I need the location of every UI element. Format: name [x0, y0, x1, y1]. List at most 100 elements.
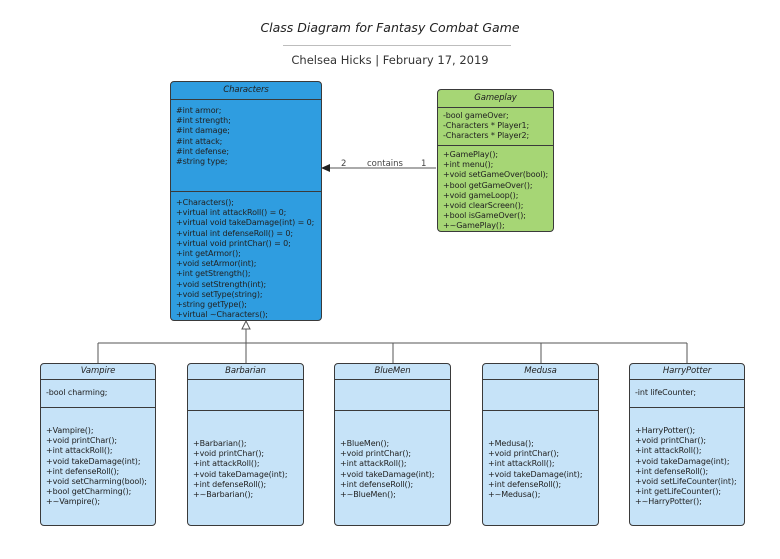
method-entry: +void setCharming(bool);: [46, 477, 147, 487]
methods-section: +BlueMen();+void printChar();+int attack…: [335, 410, 450, 502]
class-gameplay[interactable]: Gameplay -bool gameOver;-Characters * Pl…: [437, 89, 554, 232]
methods-section: +HarryPotter();+void printChar();+int at…: [630, 407, 744, 510]
class-name: HarryPotter: [630, 364, 744, 380]
class-bluemen[interactable]: BlueMen +BlueMen();+void printChar();+in…: [334, 363, 451, 526]
method-entry: +Characters();: [176, 198, 234, 207]
class-characters[interactable]: Characters #int armor;#int strength;#int…: [170, 81, 322, 321]
method-entry: +int defenseRoll();: [193, 479, 267, 489]
method-entry: +int defenseRoll();: [340, 479, 414, 489]
method-entry: +virtual ~Characters();: [176, 310, 268, 320]
attribute-entry: -int lifeCounter;: [635, 388, 697, 397]
class-name: Gameplay: [438, 90, 553, 108]
attributes-section: [188, 380, 303, 410]
method-entry: +~BlueMen();: [340, 490, 396, 500]
method-entry: +Vampire();: [46, 426, 94, 435]
method-entry: +BlueMen();: [340, 439, 390, 448]
method-entry: +Barbarian();: [193, 439, 247, 448]
method-entry: +HarryPotter();: [635, 426, 696, 435]
method-entry: +Medusa();: [488, 439, 534, 448]
method-entry: +int defenseRoll();: [488, 479, 562, 489]
method-entry: +void takeDamage(int);: [193, 469, 288, 479]
target-multiplicity: 2: [341, 159, 347, 169]
class-name: Characters: [171, 82, 321, 100]
method-entry: +~HarryPotter();: [635, 497, 702, 507]
attribute-entry: #int damage;: [176, 126, 230, 136]
method-entry: +int attackRoll();: [46, 446, 113, 456]
diagram-subtitle: Chelsea Hicks | February 17, 2019: [291, 53, 489, 67]
attribute-entry: #string type;: [176, 157, 228, 167]
method-entry: +int getStrength();: [176, 269, 251, 279]
method-entry: +bool getGameOver();: [443, 180, 533, 190]
method-entry: +void setGameOver(bool);: [443, 170, 549, 180]
method-entry: +void takeDamage(int);: [488, 469, 583, 479]
class-name: BlueMen: [335, 364, 450, 380]
method-entry: +void setLifeCounter(int);: [635, 477, 737, 487]
method-entry: +~Vampire();: [46, 497, 101, 507]
class-barbarian[interactable]: Barbarian +Barbarian();+void printChar()…: [187, 363, 304, 526]
method-entry: +void setArmor(int);: [176, 259, 257, 269]
method-entry: +void clearScreen();: [443, 201, 524, 211]
class-harrypotter[interactable]: HarryPotter -int lifeCounter; +HarryPott…: [629, 363, 745, 526]
method-entry: +virtual void takeDamage(int) = 0;: [176, 218, 315, 228]
methods-section: +Vampire();+void printChar();+int attack…: [41, 407, 155, 510]
method-entry: +int attackRoll();: [340, 459, 407, 469]
attribute-entry: -Characters * Player2;: [443, 131, 530, 141]
attributes-section: [335, 380, 450, 410]
methods-section: +GamePlay();+int menu();+void setGameOve…: [438, 145, 553, 231]
class-medusa[interactable]: Medusa +Medusa();+void printChar();+int …: [482, 363, 599, 526]
method-entry: +void setStrength(int);: [176, 279, 267, 289]
method-entry: +int attackRoll();: [635, 446, 702, 456]
attributes-section: [483, 380, 598, 410]
method-entry: +string getType();: [176, 300, 247, 310]
method-entry: +bool isGameOver();: [443, 211, 526, 221]
method-entry: +void setType(string);: [176, 289, 263, 299]
diagram-title: Class Diagram for Fantasy Combat Game: [260, 20, 520, 35]
attribute-entry: -Characters * Player1;: [443, 121, 530, 131]
method-entry: +int attackRoll();: [193, 459, 260, 469]
method-entry: +void printChar();: [635, 436, 706, 446]
attributes-section: -bool charming;: [41, 380, 155, 407]
method-entry: +int getLifeCounter();: [635, 487, 721, 497]
attribute-entry: -bool charming;: [46, 388, 108, 397]
method-entry: +void printChar();: [340, 449, 411, 459]
method-entry: +int defenseRoll();: [46, 466, 120, 476]
class-vampire[interactable]: Vampire -bool charming; +Vampire();+void…: [40, 363, 156, 526]
method-entry: +int defenseRoll();: [635, 466, 709, 476]
method-entry: +void printChar();: [488, 449, 559, 459]
attribute-entry: #int strength;: [176, 116, 231, 126]
method-entry: +virtual void printChar() = 0;: [176, 238, 291, 248]
class-name: Vampire: [41, 364, 155, 380]
attributes-section: -bool gameOver;-Characters * Player1;-Ch…: [438, 108, 553, 145]
method-entry: +void takeDamage(int);: [46, 456, 141, 466]
association-label: contains: [367, 159, 403, 169]
association-arrowhead: [321, 164, 330, 172]
method-entry: +void gameLoop();: [443, 190, 519, 200]
method-entry: +void printChar();: [46, 436, 117, 446]
method-entry: +void takeDamage(int);: [635, 456, 730, 466]
method-entry: +virtual int defenseRoll() = 0;: [176, 228, 293, 238]
attribute-entry: #int attack;: [176, 136, 223, 146]
attributes-section: #int armor;#int strength;#int damage;#in…: [171, 100, 321, 191]
method-entry: +int attackRoll();: [488, 459, 555, 469]
methods-section: +Medusa();+void printChar();+int attackR…: [483, 410, 598, 502]
method-entry: +bool getCharming();: [46, 487, 132, 497]
method-entry: +int menu();: [443, 160, 494, 170]
method-entry: +~Barbarian();: [193, 490, 254, 500]
class-name: Barbarian: [188, 364, 303, 380]
method-entry: +void takeDamage(int);: [340, 469, 435, 479]
source-multiplicity: 1: [421, 159, 427, 169]
methods-section: +Barbarian();+void printChar();+int atta…: [188, 410, 303, 502]
title-divider: [283, 45, 511, 46]
method-entry: +~GamePlay();: [443, 221, 505, 231]
attribute-entry: -bool gameOver;: [443, 111, 509, 120]
attribute-entry: #int armor;: [176, 106, 222, 115]
attribute-entry: #int defense;: [176, 146, 229, 156]
methods-section: +Characters();+virtual int attackRoll() …: [171, 191, 321, 320]
inheritance-arrowhead: [241, 319, 251, 330]
method-entry: +~Medusa();: [488, 490, 541, 500]
class-name: Medusa: [483, 364, 598, 380]
method-entry: +GamePlay();: [443, 150, 498, 159]
method-entry: +void printChar();: [193, 449, 264, 459]
method-entry: +virtual int attackRoll() = 0;: [176, 208, 287, 218]
